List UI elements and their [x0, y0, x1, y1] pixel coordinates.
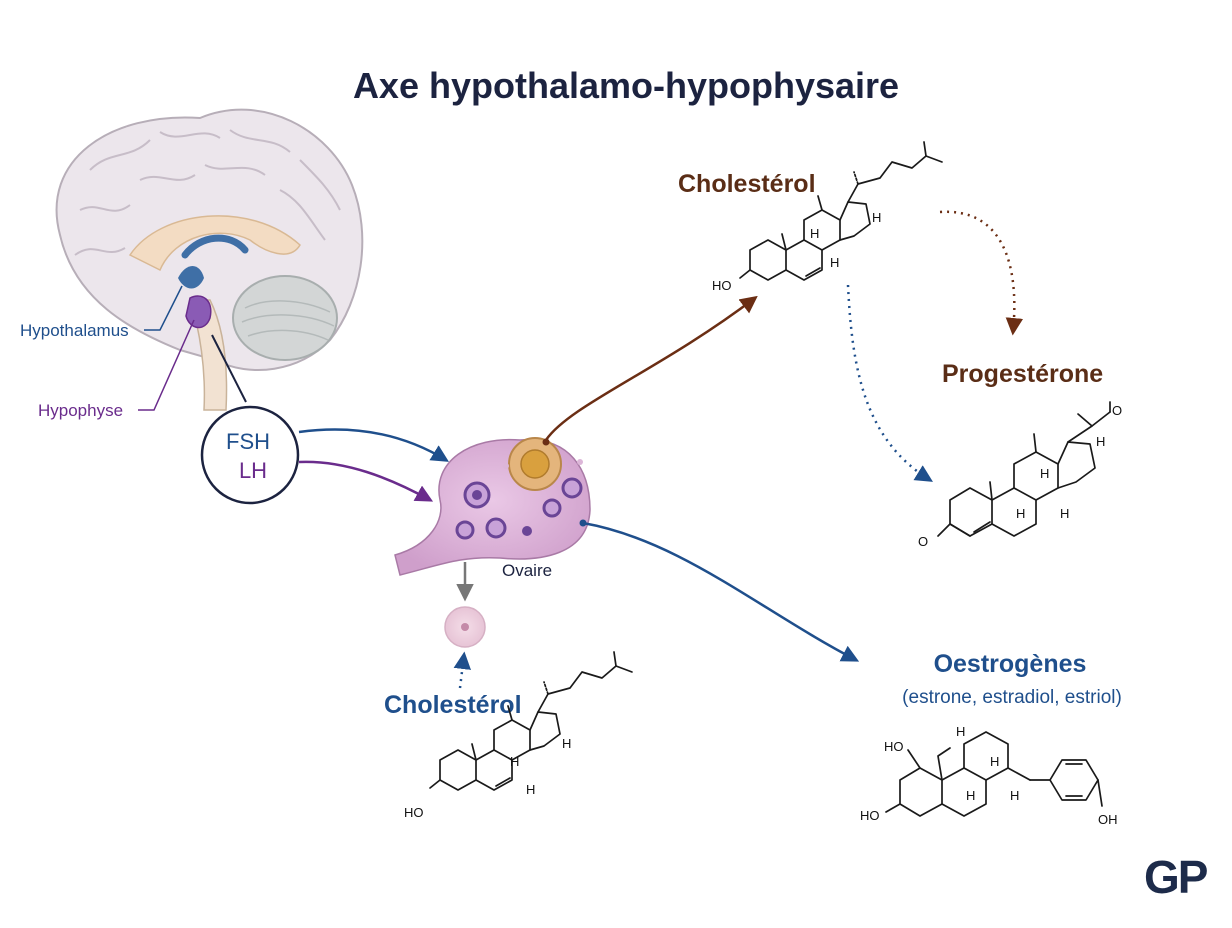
brain-illustration — [55, 108, 364, 411]
lh-label: LH — [239, 458, 267, 483]
progesterone-o2: O — [1112, 403, 1122, 418]
hypophyse-label: Hypophyse — [38, 401, 123, 420]
hypophyse-leader-line — [138, 319, 195, 411]
progesterone-o1: O — [918, 534, 928, 549]
progesterone-structure: O O H H H H — [918, 401, 1122, 549]
oestrogenes-ho1: HO — [884, 739, 904, 754]
hypothalamus-label: Hypothalamus — [20, 321, 129, 340]
progesterone-h1: H — [1096, 434, 1105, 449]
ovary-to-cholesterol-arrow — [544, 295, 758, 441]
ovum-nucleus — [461, 623, 469, 631]
cholesterol-top-h2: H — [810, 226, 819, 241]
cholesterol-top-ho: HO — [712, 278, 732, 293]
oestrogenes-h2: H — [990, 754, 999, 769]
cholesterol-bottom-h1: H — [562, 736, 571, 751]
progesterone-h2: H — [1040, 466, 1049, 481]
oestrogenes-ho2: HO — [860, 808, 880, 823]
cholesterol-bottom-label: Cholestérol — [384, 691, 522, 719]
progesterone-h3: H — [1016, 506, 1025, 521]
cholesterol-top-h1: H — [872, 210, 881, 225]
oestrogenes-subtitle: (estrone, estradiol, estriol) — [902, 687, 1122, 708]
hypothalamus-leader-line — [144, 285, 183, 331]
cholesterol-bottom-ho: HO — [404, 805, 424, 820]
cholesterol-to-oestrogens-dotted-arrow — [846, 284, 933, 482]
cholesterol-bottom-h3: H — [526, 782, 535, 797]
ovary-to-oestrogenes-arrow — [582, 521, 860, 662]
cholesterol-top-structure: HO H H H — [712, 141, 943, 293]
lh-arrow — [298, 460, 434, 502]
oestrogenes-h1: H — [956, 724, 965, 739]
progesterone-label: Progestérone — [942, 360, 1103, 388]
oestrogenes-oh: OH — [1098, 812, 1118, 827]
progesterone-h4: H — [1060, 506, 1069, 521]
cholesterol-to-ovum-arrow — [453, 651, 472, 689]
cholesterol-top-h3: H — [830, 255, 839, 270]
page-title: Axe hypothalamo-hypophysaire — [353, 65, 899, 106]
ovary-label: Ovaire — [502, 561, 552, 580]
oestrogenes-label: Oestrogènes — [934, 650, 1087, 678]
arrow-start-dot-2 — [579, 519, 587, 527]
arrow-start-dot — [542, 438, 550, 446]
cholesterol-to-progesterone-arrow — [939, 210, 1024, 336]
ovary-illustration — [394, 437, 591, 576]
cholesterol-bottom-h2: H — [510, 754, 519, 769]
fsh-label: FSH — [226, 429, 270, 454]
gp-logo: GP — [1144, 851, 1208, 903]
fsh-arrow — [298, 428, 449, 462]
cholesterol-top-label: Cholestérol — [678, 170, 816, 198]
oestrogenes-structure: HO HO OH H H H H — [860, 724, 1118, 827]
cholesterol-bottom-structure: HO H H H — [404, 651, 633, 820]
oestrogenes-h3: H — [966, 788, 975, 803]
hormone-circle: FSH LH — [200, 334, 300, 505]
oestrogenes-h4: H — [1010, 788, 1019, 803]
